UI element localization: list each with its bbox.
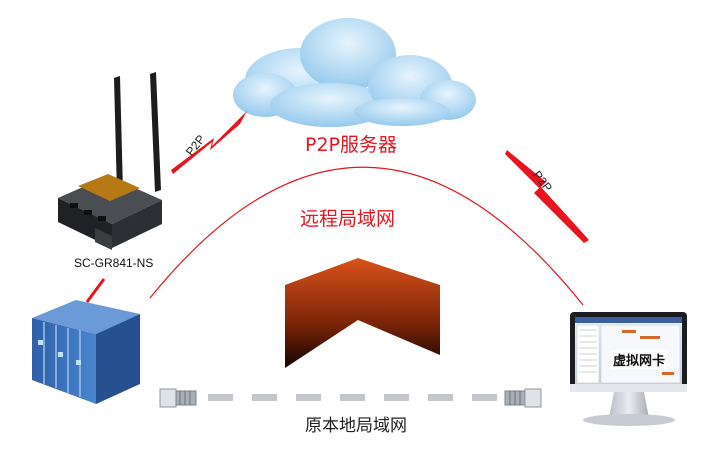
p2p-server-label: P2P服务器 <box>305 134 398 156</box>
remote-lan-arc <box>149 166 584 306</box>
router-model-label: SC-GR841-NS <box>74 256 154 270</box>
dashed-cable <box>208 394 497 401</box>
monitor-icon <box>570 312 687 426</box>
virtual-nic-label: 虚拟网卡 <box>611 350 668 369</box>
ethernet-plug-right-icon <box>504 388 542 408</box>
router-icon <box>58 72 162 250</box>
plc-device-icon <box>32 300 140 404</box>
local-lan-label: 原本地局域网 <box>305 416 407 436</box>
lightning-bolt-right-icon <box>505 150 589 243</box>
router-plc-link <box>85 278 106 303</box>
remote-lan-label: 远程局域网 <box>300 208 396 230</box>
lightning-bolt-left-icon <box>171 111 247 174</box>
up-arrow-icon <box>285 258 440 368</box>
cloud-icon <box>233 18 476 127</box>
ethernet-plug-left-icon <box>159 388 197 408</box>
